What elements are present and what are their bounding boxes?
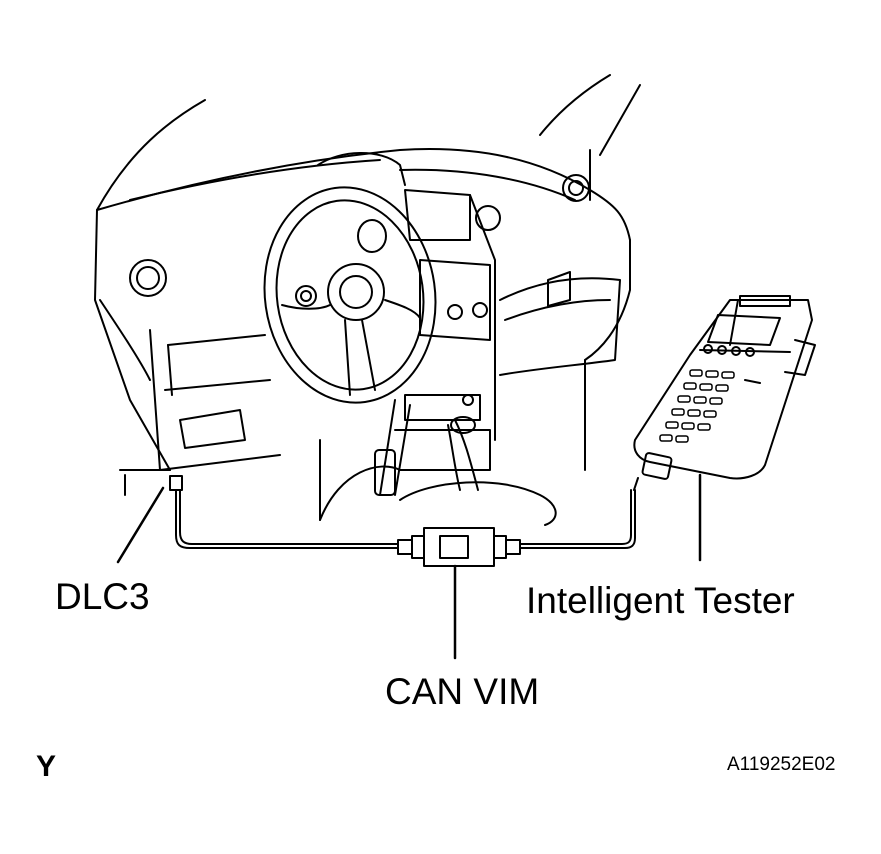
leader-lines — [116, 473, 702, 660]
figure-code-label: A119252E02 — [727, 754, 836, 775]
dashboard-outline — [94, 74, 641, 526]
intelligent-tester-label: Intelligent Tester — [526, 580, 795, 621]
steering-wheel — [263, 186, 437, 496]
intelligent-tester-device — [633, 295, 816, 491]
view-mark-label: Y — [36, 750, 57, 783]
can-vim-label: CAN VIM — [385, 671, 540, 712]
cables — [169, 475, 636, 549]
can-vim-device — [397, 527, 521, 567]
dlc3-leader — [116, 486, 165, 564]
dlc3-label: DLC3 — [55, 576, 150, 617]
